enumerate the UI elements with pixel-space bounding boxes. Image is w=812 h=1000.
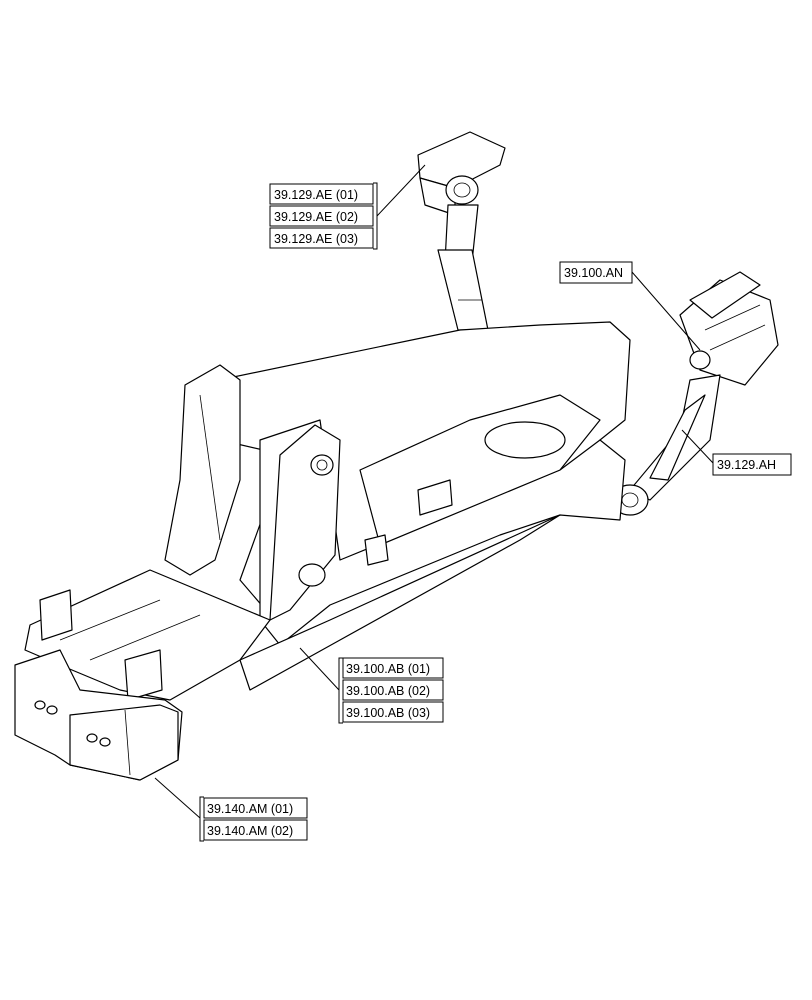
top-pivot-bracket [417, 131, 506, 331]
callout-39-100-an[interactable]: 39.100.AN [559, 261, 633, 284]
callout-39-140-am[interactable]: 39.140.AM (01) 39.140.AM (02) [203, 797, 308, 841]
callout-text: 39.129.AE (02) [274, 210, 358, 224]
leader-lines [154, 164, 714, 842]
callout-text: 39.140.AM (02) [207, 824, 293, 838]
callout-text: 39.129.AE (01) [274, 188, 358, 202]
callout-39-129-ae[interactable]: 39.129.AE (01) 39.129.AE (02) 39.129.AE … [269, 183, 374, 249]
rear-plate-and-arm [611, 271, 779, 516]
callout-text: 39.100.AB (01) [346, 662, 430, 676]
counterweight [14, 649, 183, 781]
frame-illustration [14, 131, 779, 781]
callout-text: 39.140.AM (01) [207, 802, 293, 816]
callout-text: 39.129.AH [717, 458, 776, 472]
callout-text: 39.100.AB (02) [346, 684, 430, 698]
callout-text: 39.129.AE (03) [274, 232, 358, 246]
callout-text: 39.100.AN [564, 266, 623, 280]
callout-text: 39.100.AB (03) [346, 706, 430, 720]
callout-39-129-ah[interactable]: 39.129.AH [712, 453, 792, 476]
callout-39-100-ab[interactable]: 39.100.AB (01) 39.100.AB (02) 39.100.AB … [342, 657, 444, 723]
main-frame [24, 321, 631, 701]
